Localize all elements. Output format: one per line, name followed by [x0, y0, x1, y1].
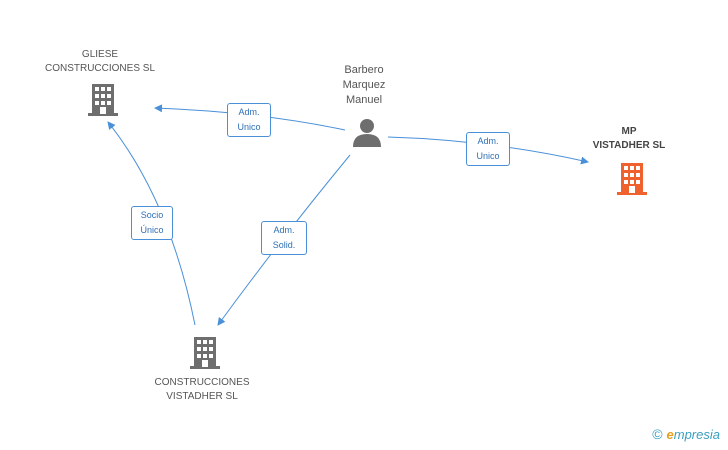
edge-label-line: Unico: [237, 122, 261, 132]
edge-label-person-mp[interactable]: Adm. Unico: [466, 132, 510, 166]
edge-label-line: Unico: [476, 151, 500, 161]
node-label-line: CONSTRUCCIONES SL: [44, 63, 155, 74]
empresia-watermark: ©empresia: [652, 426, 720, 442]
building-icon-focus[interactable]: [617, 163, 647, 195]
edge-label-line: Adm.: [477, 136, 499, 146]
edge-label-line: Adm.: [273, 225, 295, 235]
node-label-gliese[interactable]: GLIESE CONSTRUCCIONES SL: [35, 48, 165, 76]
node-label-line: Barbero: [344, 64, 384, 76]
edge-label-line: Socio: [140, 210, 164, 220]
edge-label-construcciones-gliese[interactable]: Socio Único: [131, 206, 173, 240]
edge-label-line: Único: [140, 225, 164, 235]
edge-label-person-construcciones[interactable]: Adm. Solid.: [261, 221, 307, 255]
edge-label-person-gliese[interactable]: Adm. Unico: [227, 103, 271, 137]
node-label-line: GLIESE: [81, 49, 119, 60]
brand-logo-text: mpresia: [673, 427, 720, 442]
node-label-line: VISTADHER SL: [166, 391, 238, 402]
node-label-construcciones-vistadher[interactable]: CONSTRUCCIONES VISTADHER SL: [137, 376, 267, 404]
node-label-line: VISTADHER SL: [592, 140, 666, 151]
node-label-line: Manuel: [345, 94, 383, 106]
edge-label-line: Adm.: [238, 107, 260, 117]
node-label-line: CONSTRUCCIONES: [154, 377, 250, 388]
node-label-line: Marquez: [342, 79, 386, 91]
person-icon[interactable]: [353, 119, 381, 147]
edge-label-line: Solid.: [272, 240, 296, 250]
node-label-person[interactable]: Barbero Marquez Manuel: [324, 63, 404, 108]
node-label-mp-vistadher[interactable]: MP VISTADHER SL: [574, 125, 684, 153]
building-icon[interactable]: [190, 337, 220, 369]
building-icon[interactable]: [88, 84, 118, 116]
copyright-symbol: ©: [652, 426, 663, 442]
brand-logo-e: e: [666, 427, 674, 442]
node-label-line: MP: [621, 126, 637, 137]
